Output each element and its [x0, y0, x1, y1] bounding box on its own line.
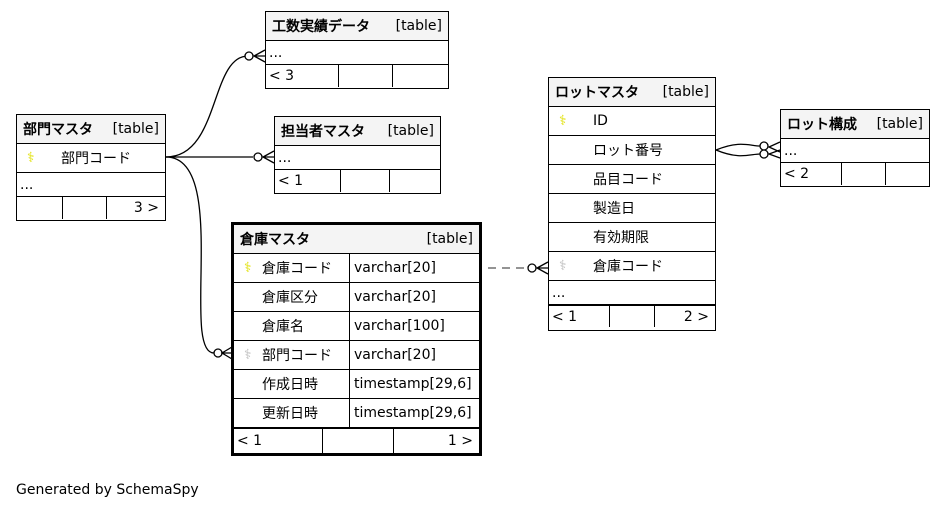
parents-count[interactable]	[17, 197, 63, 219]
more-columns[interactable]: ...	[266, 41, 448, 65]
table-kind: [table]	[112, 121, 159, 137]
parents-count[interactable]: < 3	[266, 65, 339, 87]
column-row[interactable]: ⚕ 部門コード	[17, 144, 165, 173]
column-name: ロット番号	[593, 143, 663, 159]
generated-by-label: Generated by SchemaSpy	[16, 482, 199, 498]
table-kind: [table]	[426, 231, 473, 247]
children-count[interactable]	[393, 65, 448, 87]
column-name: ID	[593, 113, 608, 129]
column-name: 品目コード	[593, 172, 663, 188]
column-type: timestamp[29,6]	[349, 399, 472, 427]
children-count[interactable]	[886, 163, 929, 185]
column-row[interactable]: 有効期限	[549, 223, 715, 252]
column-type: varchar[20]	[349, 341, 436, 369]
table-soko[interactable]: 倉庫マスタ [table] ⚕ 倉庫コード varchar[20] 倉庫区分 varch…	[231, 222, 482, 456]
more-columns[interactable]: ...	[17, 173, 165, 197]
column-name: 製造日	[593, 201, 635, 217]
more-columns[interactable]: ...	[781, 139, 929, 163]
column-row[interactable]: ⚕ 倉庫コード varchar[20]	[234, 254, 479, 283]
edge-bumon-tanto[interactable]	[166, 150, 275, 164]
column-name: 作成日時	[262, 377, 318, 393]
more-columns[interactable]: ...	[275, 146, 440, 170]
edge-bumon-kosu[interactable]	[165, 49, 266, 158]
column-row[interactable]: ⚕ ID	[549, 107, 715, 136]
table-tanto[interactable]: 担当者マスタ [table] ... < 1	[274, 116, 441, 194]
table-name: 工数実績データ	[272, 19, 370, 35]
table-kind: [table]	[395, 18, 442, 34]
primary-key-icon: ⚕	[244, 260, 252, 276]
column-type: varchar[20]	[349, 254, 436, 282]
column-row[interactable]: 倉庫区分 varchar[20]	[234, 283, 479, 312]
parents-count[interactable]: < 1	[275, 170, 341, 192]
children-count[interactable]: 1 >	[447, 433, 473, 449]
column-type: varchar[20]	[349, 283, 436, 311]
column-row[interactable]: ⚕ 部門コード varchar[20]	[234, 341, 479, 370]
parents-count[interactable]: < 2	[781, 163, 842, 185]
children-count[interactable]	[390, 170, 440, 192]
table-name: 倉庫マスタ	[240, 232, 310, 248]
table-bumon[interactable]: 部門マスタ [table] ⚕ 部門コード ... 3 >	[16, 114, 166, 221]
column-row[interactable]: 品目コード	[549, 165, 715, 194]
parents-count[interactable]: < 1	[234, 429, 323, 453]
edge-lot-lotkosei[interactable]	[715, 141, 781, 159]
edge-soko-lot[interactable]	[488, 261, 549, 275]
table-name: ロットマスタ	[555, 85, 639, 101]
primary-key-icon: ⚕	[27, 150, 35, 166]
column-name: 倉庫名	[262, 319, 304, 335]
parents-count[interactable]: < 1	[549, 306, 610, 327]
children-count[interactable]: 3 >	[133, 200, 159, 216]
column-row[interactable]: 製造日	[549, 194, 715, 223]
primary-key-icon: ⚕	[559, 113, 567, 129]
table-kind: [table]	[876, 116, 923, 132]
column-name: 有効期限	[593, 230, 649, 246]
column-name: 部門コード	[61, 151, 131, 167]
column-type: timestamp[29,6]	[349, 370, 472, 398]
table-lotkosei[interactable]: ロット構成 [table] ... < 2	[780, 109, 930, 187]
table-kind: [table]	[387, 123, 434, 139]
column-name: 部門コード	[262, 348, 332, 364]
children-count[interactable]: 2 >	[683, 308, 709, 325]
column-row[interactable]: 更新日時 timestamp[29,6]	[234, 399, 479, 428]
table-name: ロット構成	[787, 117, 857, 133]
column-row[interactable]: 作成日時 timestamp[29,6]	[234, 370, 479, 399]
foreign-key-icon: ⚕	[244, 347, 252, 363]
table-kosu[interactable]: 工数実績データ [table] ... < 3	[265, 11, 449, 89]
column-name: 倉庫区分	[262, 290, 318, 306]
column-name: 倉庫コード	[262, 261, 332, 277]
column-row[interactable]: ⚕ 倉庫コード	[549, 252, 715, 281]
more-columns[interactable]: ...	[549, 281, 715, 305]
column-type: varchar[100]	[349, 312, 445, 340]
table-name: 部門マスタ	[23, 122, 93, 138]
foreign-key-icon: ⚕	[559, 258, 567, 274]
table-kind: [table]	[662, 84, 709, 100]
edge-bumon-soko[interactable]	[165, 156, 233, 360]
column-name: 更新日時	[262, 406, 318, 422]
table-name: 担当者マスタ	[281, 124, 365, 140]
column-name: 倉庫コード	[593, 259, 663, 275]
column-row[interactable]: ロット番号	[549, 136, 715, 165]
table-lot[interactable]: ロットマスタ [table] ⚕ ID ロット番号 品目コード 製造日 有効期限 ⚕…	[548, 77, 716, 331]
column-row[interactable]: 倉庫名 varchar[100]	[234, 312, 479, 341]
